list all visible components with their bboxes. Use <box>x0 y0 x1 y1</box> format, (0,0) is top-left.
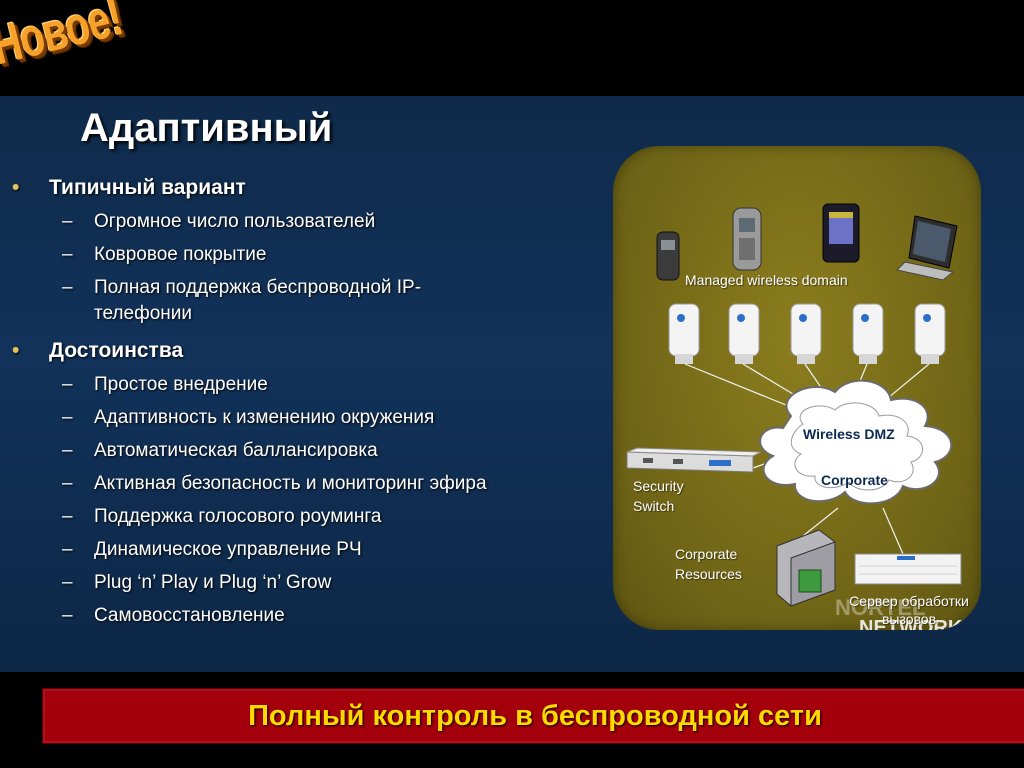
dash-marker: – <box>62 211 73 232</box>
server-icon <box>776 529 836 607</box>
access-point-icon <box>668 303 700 364</box>
dash-marker: – <box>62 277 73 298</box>
list-item: – Простое внедрение <box>12 372 602 398</box>
footer-banner: Полный контроль в беспроводной сети <box>42 688 1024 744</box>
section-heading: • Достоинства <box>12 337 602 365</box>
new-badge-text: Новое! <box>0 0 128 77</box>
handset-icon <box>732 207 762 271</box>
dash-marker: – <box>62 572 73 593</box>
wireless-dmz-label: Wireless DMZ <box>803 426 895 442</box>
list-item: – Огромное число пользователей <box>12 209 602 235</box>
corporate-label: Corporate <box>821 472 888 488</box>
access-point-icon <box>790 303 822 364</box>
access-point-icon <box>852 303 884 364</box>
list-item: – Адаптивность к изменению окружения <box>12 405 602 431</box>
corporate-resources-label: Corporate Resources <box>675 546 742 582</box>
call-server-icon <box>854 553 962 585</box>
dash-marker: – <box>62 244 73 265</box>
dash-marker: – <box>62 605 73 626</box>
handset-icon <box>656 231 680 281</box>
dash-marker: – <box>62 407 73 428</box>
dash-marker: – <box>62 374 73 395</box>
security-switch-label: Security Switch <box>633 478 684 514</box>
managed-domain-label: Managed wireless domain <box>685 272 848 288</box>
list-item: – Активная безопасность и мониторинг эфи… <box>12 471 602 497</box>
access-point-icon <box>728 303 760 364</box>
pda-icon <box>822 203 860 263</box>
dash-marker: – <box>62 473 73 494</box>
laptop-icon <box>895 215 958 281</box>
dash-marker: – <box>62 506 73 527</box>
footer-banner-text: Полный контроль в беспроводной сети <box>248 700 822 732</box>
call-server-label: Сервер обработки вызовов <box>849 593 969 627</box>
access-point-icon <box>914 303 946 364</box>
diagram-drawing <box>626 203 962 607</box>
top-black-band <box>0 0 1024 96</box>
list-item: – Поддержка голосового роуминга <box>12 504 602 530</box>
list-item: – Полная поддержка беспроводной IP-телеф… <box>62 277 422 324</box>
nortel-watermark: NORTEL NETWORKS <box>835 595 976 631</box>
slide-title: Адаптивный <box>80 106 333 150</box>
list-item: – Plug ‘n’ Play и Plug ‘n’ Grow <box>12 570 602 596</box>
list-item: – Ковровое покрытие <box>12 242 602 268</box>
network-diagram: Managed wireless domain Wireless DMZ Cor… <box>613 146 981 630</box>
cloud-icon <box>759 379 953 505</box>
dash-marker: – <box>62 539 73 560</box>
section-heading: • Типичный вариант <box>12 174 602 202</box>
bullet-marker: • <box>12 176 20 199</box>
list-item: – Самовосстановление <box>12 603 602 629</box>
switch-icon <box>626 447 762 473</box>
bullet-marker: • <box>12 339 20 362</box>
bullet-list: • Типичный вариант – Огромное число поль… <box>12 170 602 629</box>
list-item: – Автоматическая баллансировка <box>12 438 602 464</box>
dash-marker: – <box>62 440 73 461</box>
list-item: – Динамическое управление РЧ <box>12 537 602 563</box>
